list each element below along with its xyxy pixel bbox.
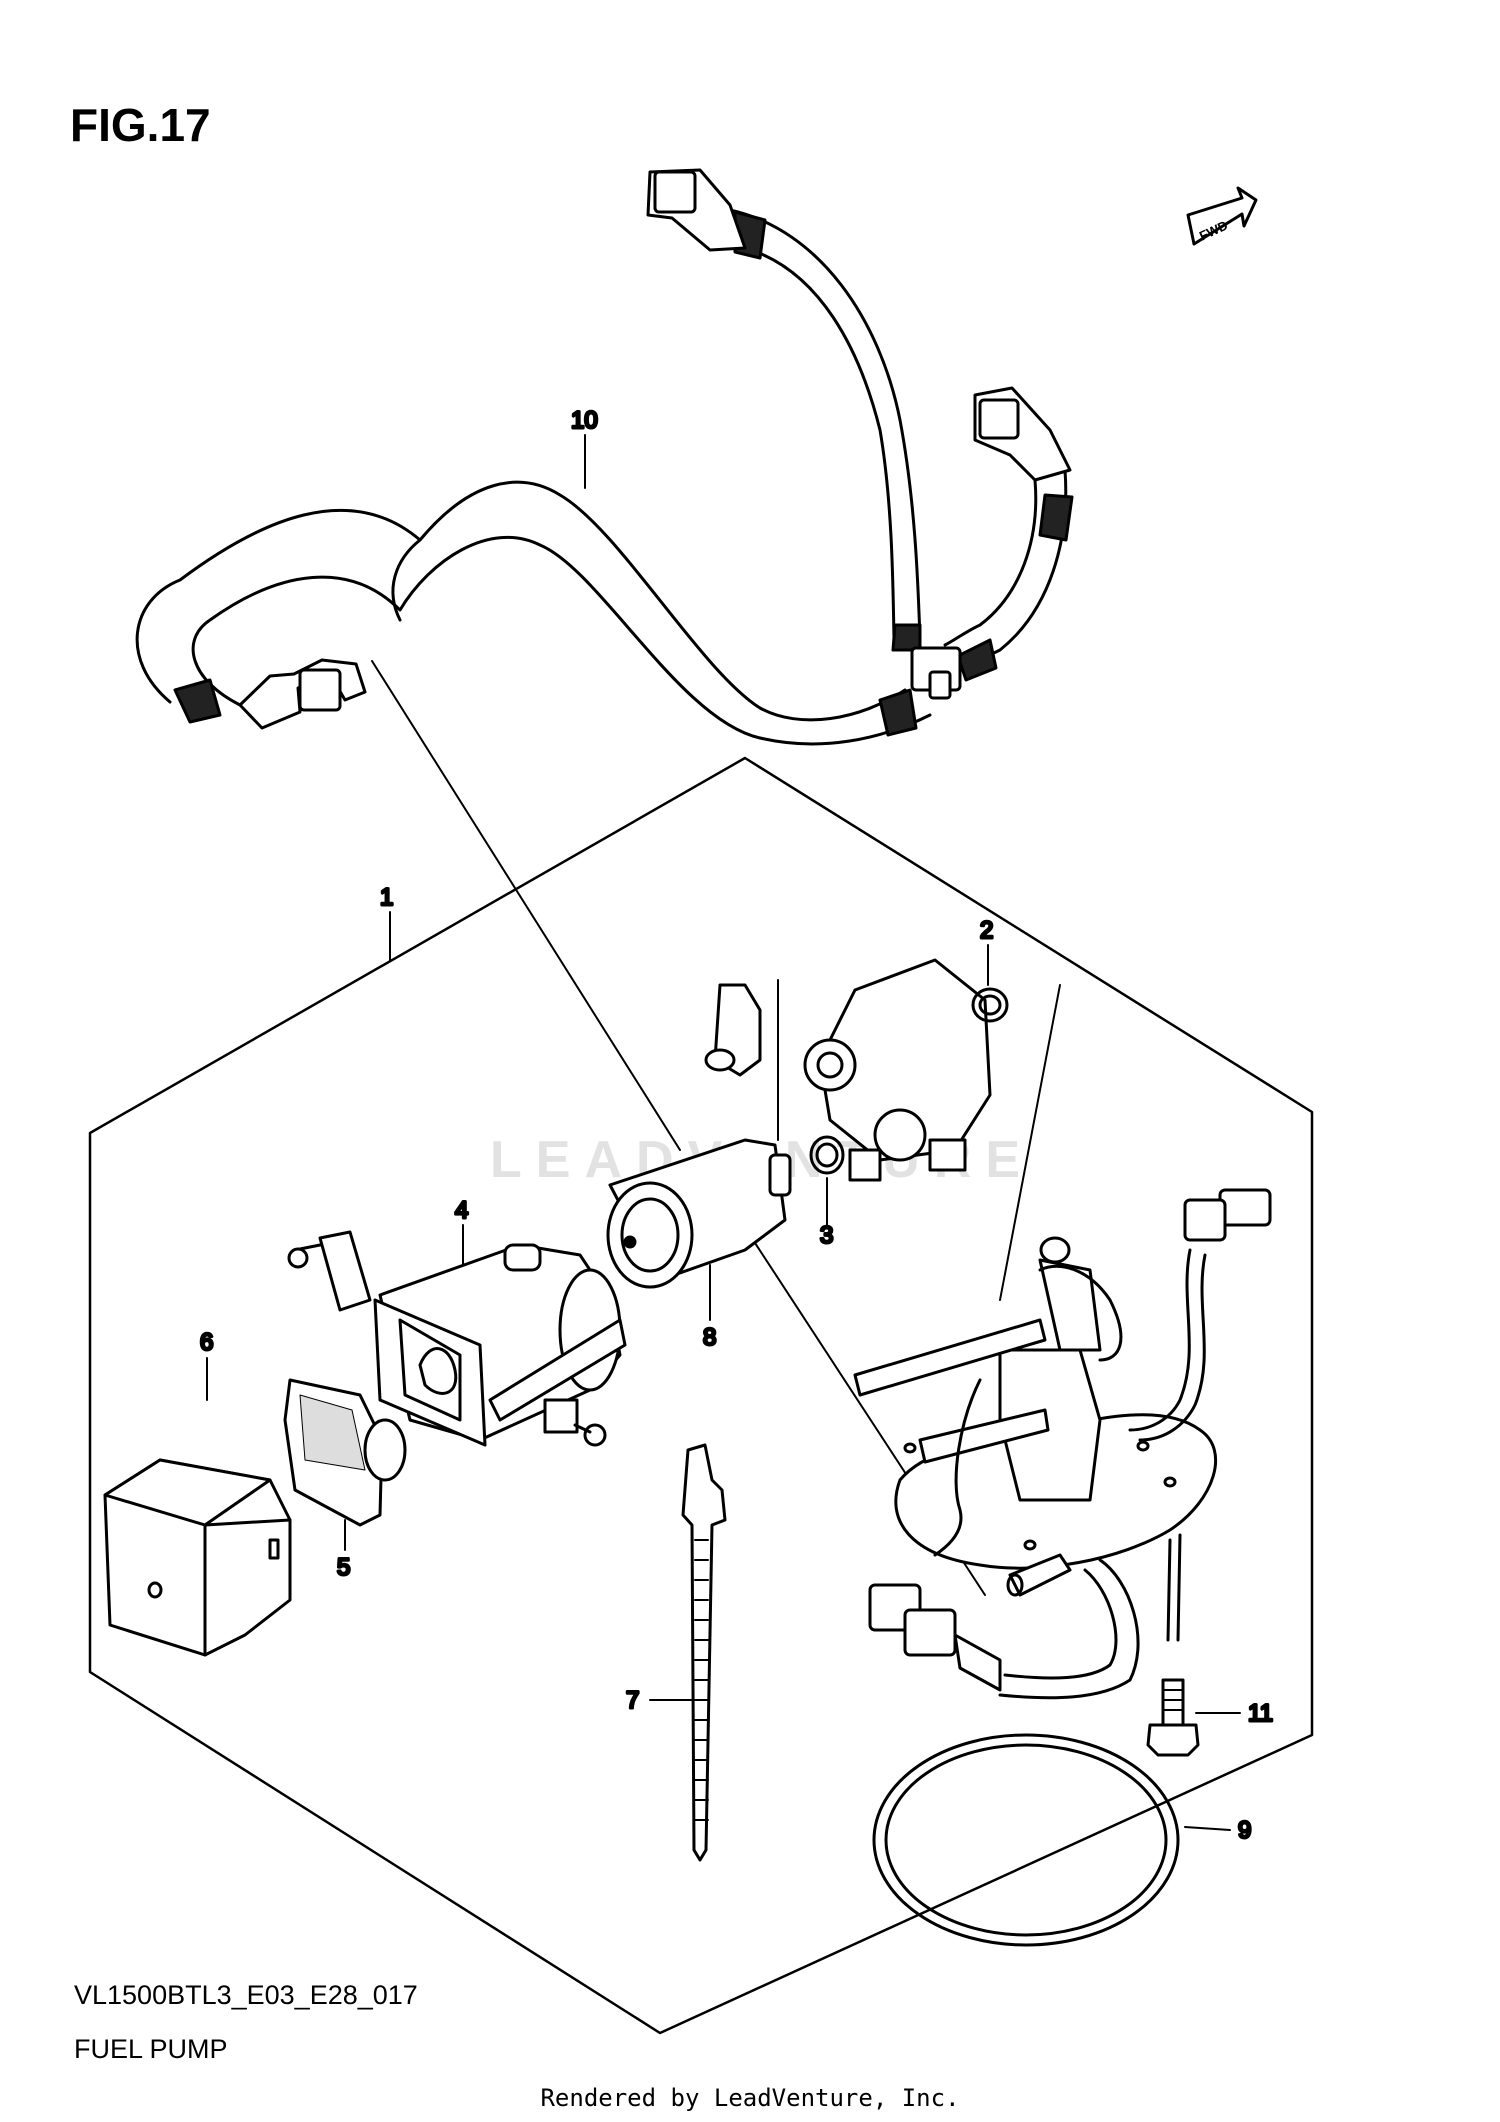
fuel-filter bbox=[373, 1243, 627, 1447]
o-ring-upper bbox=[971, 987, 1009, 1023]
figure-title: FIG.17 bbox=[70, 99, 211, 151]
filter-cap bbox=[283, 1378, 407, 1527]
pressure-regulator bbox=[704, 958, 992, 1182]
render-credit: Rendered by LeadVenture, Inc. bbox=[540, 2084, 960, 2112]
callout-2: 2 bbox=[980, 917, 993, 944]
fuel-hose bbox=[135, 168, 1074, 746]
callout-10: 10 bbox=[571, 407, 598, 434]
clip-screw bbox=[543, 1398, 607, 1447]
callout-4: 4 bbox=[455, 1197, 468, 1224]
callout-3: 3 bbox=[820, 1222, 833, 1249]
callout-11: 11 bbox=[1248, 1700, 1273, 1727]
callout-labels: 1 2 3 4 5 6 7 8 9 10 11 bbox=[199, 406, 1275, 1846]
filter-clamp bbox=[287, 1230, 372, 1312]
callout-9: 9 bbox=[1238, 1817, 1251, 1844]
callout-8: 8 bbox=[703, 1324, 716, 1351]
fuel-pump-motor bbox=[606, 1138, 792, 1289]
fwd-arrow-icon: FWD bbox=[1186, 186, 1258, 246]
bolt bbox=[1146, 1678, 1200, 1757]
callout-6: 6 bbox=[200, 1329, 213, 1356]
model-code: VL1500BTL3_E03_E28_017 bbox=[74, 1980, 418, 2010]
callout-leaders bbox=[206, 434, 1241, 1831]
diagram-name: FUEL PUMP bbox=[74, 2034, 228, 2064]
strainer bbox=[103, 1458, 292, 1657]
cable-tie bbox=[681, 1443, 727, 1862]
callout-7: 7 bbox=[626, 1687, 639, 1714]
assembly-outline bbox=[88, 756, 1314, 2035]
callout-5: 5 bbox=[337, 1554, 350, 1581]
pump-base-plate bbox=[853, 1188, 1272, 1700]
gasket-ring bbox=[872, 1733, 1180, 1947]
o-ring-lower bbox=[809, 1135, 845, 1175]
callout-1: 1 bbox=[380, 884, 393, 911]
